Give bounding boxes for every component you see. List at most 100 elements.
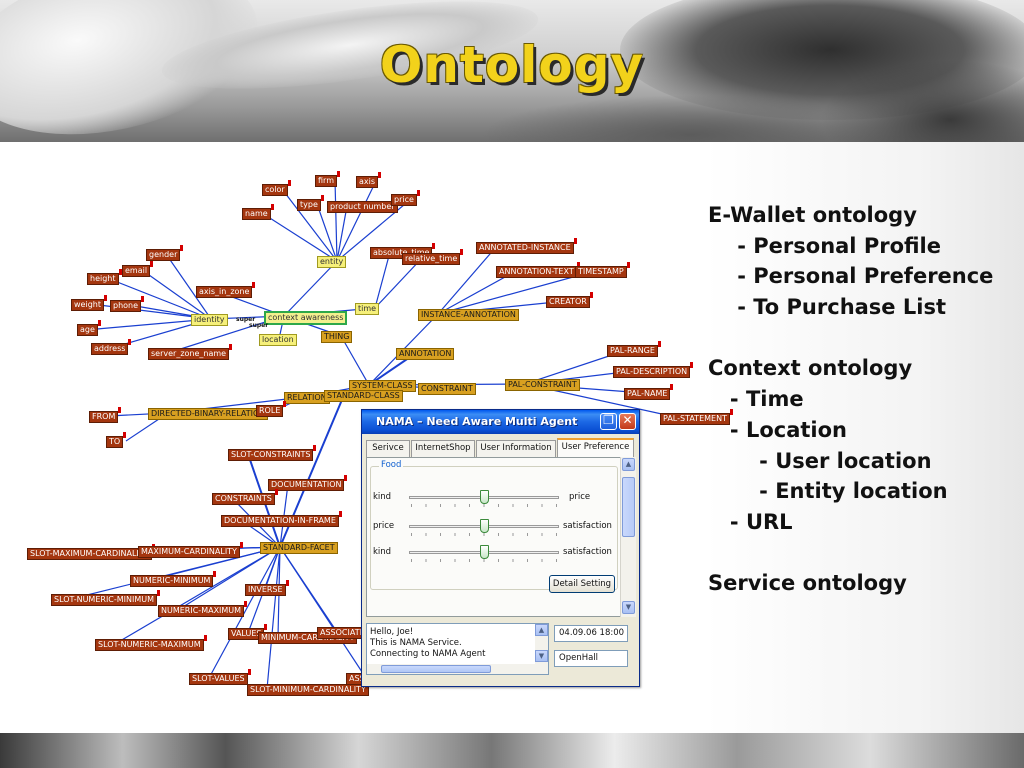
window-titlebar[interactable]: NAMA – Need Aware Multi Agent ❐ ✕ [362, 410, 639, 434]
ontology-node[interactable]: PAL-STATEMENT [660, 409, 733, 425]
detail-setting-button[interactable]: Detail Setting [549, 575, 615, 593]
location-field[interactable]: OpenHall [554, 650, 628, 667]
pane-scrollbar[interactable]: ▲ ▼ [620, 457, 636, 617]
ontology-node[interactable]: ROLE [256, 401, 287, 417]
scroll-down-icon[interactable]: ▼ [535, 650, 548, 662]
ontology-node[interactable]: entity [317, 256, 347, 268]
preference-slider-row: kind satisfaction [371, 544, 619, 564]
ontology-node[interactable]: SLOT-VALUES [189, 669, 251, 685]
ontology-node[interactable]: name [242, 204, 274, 220]
ontology-node[interactable]: address [91, 339, 132, 355]
node-label: axis_in_zone [199, 287, 250, 296]
ontology-node[interactable]: location [259, 334, 297, 346]
ontology-node[interactable]: FROM [89, 407, 122, 423]
flag-icon [97, 320, 101, 326]
ontology-node[interactable]: INSTANCE-ANNOTATION [418, 309, 519, 321]
scroll-up-icon[interactable]: ▲ [622, 458, 635, 471]
ontology-node[interactable]: weight [71, 295, 107, 311]
slider-ticks [411, 559, 557, 562]
ontology-node[interactable]: relative_time [402, 249, 464, 265]
flag-icon [213, 571, 217, 577]
message-scrollbar[interactable]: ▲ ▼ [535, 624, 548, 674]
scroll-down-icon[interactable]: ▼ [622, 601, 635, 614]
ontology-node[interactable]: CONSTRAINTS [212, 489, 278, 505]
ontology-node[interactable]: firm [315, 171, 340, 187]
graph-edge [336, 180, 377, 262]
ontology-node[interactable]: PAL-CONSTRAINT [505, 379, 580, 391]
node-label: TIMESTAMP [578, 267, 624, 276]
ontology-node[interactable]: SLOT-NUMERIC-MAXIMUM [95, 635, 207, 651]
flag-icon [729, 409, 733, 415]
tab-service[interactable]: Serivce [366, 440, 410, 457]
preference-slider-row: kind price [371, 489, 619, 509]
node-label: DIRECTED-BINARY-RELATION [151, 409, 266, 418]
ontology-node[interactable]: color [262, 180, 291, 196]
datetime-field[interactable]: 04.09.06 18:00 [554, 625, 628, 642]
ontology-node[interactable]: height [87, 269, 122, 285]
message-hscrollbar[interactable] [367, 664, 536, 674]
scroll-up-icon[interactable]: ▲ [535, 624, 548, 636]
ontology-node[interactable]: MAXIMUM-CARDINALITY [138, 542, 243, 558]
close-icon: ✕ [622, 413, 633, 427]
ontology-node[interactable]: THING [321, 331, 353, 343]
slider-thumb[interactable] [480, 519, 489, 533]
flag-icon [670, 384, 674, 390]
ontology-node[interactable]: SLOT-NUMERIC-MINIMUM [51, 590, 161, 606]
ontology-node[interactable]: ANNOTATION-TEXT [496, 262, 580, 278]
ontology-node[interactable]: DIRECTED-BINARY-RELATION [148, 408, 269, 420]
ontology-node[interactable]: NUMERIC-MINIMUM [130, 571, 217, 587]
node-label: INSTANCE-ANNOTATION [421, 310, 516, 319]
ontology-node[interactable]: TO [106, 432, 127, 448]
ontology-node[interactable]: TIMESTAMP [575, 262, 630, 278]
ontology-node[interactable]: SLOT-MAXIMUM-CARDINALITY [27, 544, 155, 560]
ontology-node[interactable]: server_zone_name [148, 344, 233, 360]
tab-internetshop[interactable]: InternetShop [411, 440, 475, 457]
ontology-node[interactable]: PAL-DESCRIPTION [613, 362, 694, 378]
message-log[interactable]: Hello, Joe! This is NAMA Service. Connec… [366, 623, 549, 675]
flag-icon [573, 238, 577, 244]
relation-label: super [249, 322, 269, 329]
tab-user-information[interactable]: User Information [476, 440, 556, 457]
ontology-node[interactable]: context awareness [264, 311, 348, 325]
ontology-node[interactable]: STANDARD-FACET [260, 542, 338, 554]
ontology-node[interactable]: identity [191, 314, 228, 326]
ontology-node[interactable]: time [355, 303, 380, 315]
ontology-node[interactable]: axis_in_zone [196, 282, 256, 298]
bullet-line: - URL [708, 509, 793, 534]
slider-thumb[interactable] [480, 490, 489, 504]
graph-edge [208, 546, 281, 679]
ontology-node[interactable]: PAL-RANGE [607, 341, 661, 357]
scroll-thumb[interactable] [622, 477, 635, 537]
ontology-node[interactable]: DOCUMENTATION [268, 475, 348, 491]
slider-left-label: price [373, 521, 395, 531]
restore-button[interactable]: ❐ [600, 413, 617, 430]
slider-thumb[interactable] [480, 545, 489, 559]
node-label: PAL-STATEMENT [663, 414, 727, 423]
ontology-node[interactable]: PAL-NAME [624, 384, 674, 400]
ontology-node[interactable]: STANDARD-CLASS [324, 390, 403, 402]
ontology-node[interactable]: CONSTRAINT [418, 383, 476, 395]
ontology-node[interactable]: ANNOTATION [396, 348, 455, 360]
ontology-node[interactable]: ANNOTATED-INSTANCE [476, 238, 577, 254]
ontology-node[interactable]: CREATOR [546, 292, 593, 308]
ontology-node[interactable]: type [297, 195, 324, 211]
node-label: ASSOCIATED-FACET [320, 628, 399, 637]
ontology-node[interactable]: phone [110, 296, 145, 312]
ontology-node[interactable]: axis [356, 172, 382, 188]
ontology-node[interactable]: email [122, 261, 154, 277]
ontology-node[interactable]: gender [146, 245, 184, 261]
ontology-node[interactable]: product number [327, 197, 401, 213]
ontology-node[interactable]: INVERSE [245, 580, 289, 596]
close-button[interactable]: ✕ [619, 413, 636, 430]
node-label: SLOT-NUMERIC-MAXIMUM [98, 640, 201, 649]
ontology-node[interactable]: age [77, 320, 101, 336]
ontology-node[interactable]: DOCUMENTATION-IN-FRAME [221, 511, 342, 527]
ontology-node[interactable]: SLOT-CONSTRAINTS [228, 445, 317, 461]
node-label: RELATION [287, 393, 327, 402]
ontology-node[interactable]: NUMERIC-MAXIMUM [158, 601, 248, 617]
ontology-node[interactable]: RELATION [284, 392, 330, 404]
ontology-node[interactable]: SLOT-MINIMUM-CARDINALITY [247, 680, 372, 696]
hscroll-thumb[interactable] [381, 665, 491, 673]
tab-user-preference[interactable]: User Preference [557, 438, 634, 458]
ontology-node[interactable]: price [391, 190, 420, 206]
